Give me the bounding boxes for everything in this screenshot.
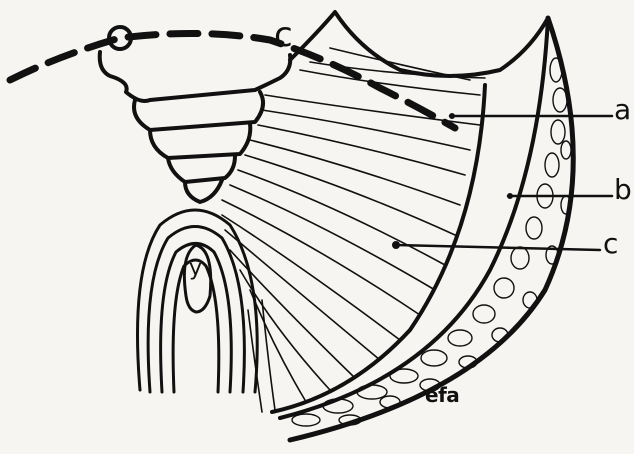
muscle-upper-border [290, 12, 548, 76]
artist-signature: efa [425, 385, 459, 405]
sheath-outer [290, 18, 573, 440]
label-b: b [614, 176, 632, 204]
rectum-loops [138, 210, 258, 392]
coccyx-segment-3 [168, 156, 235, 182]
label-y: y [189, 258, 202, 280]
leader-dot-a [449, 113, 455, 119]
label-c-small: c [274, 18, 293, 52]
leader-dot-b [507, 193, 513, 199]
label-a: a [614, 96, 631, 124]
label-c: c [603, 230, 618, 258]
leader-dot-c [392, 241, 400, 249]
sheath-inner [280, 18, 548, 418]
